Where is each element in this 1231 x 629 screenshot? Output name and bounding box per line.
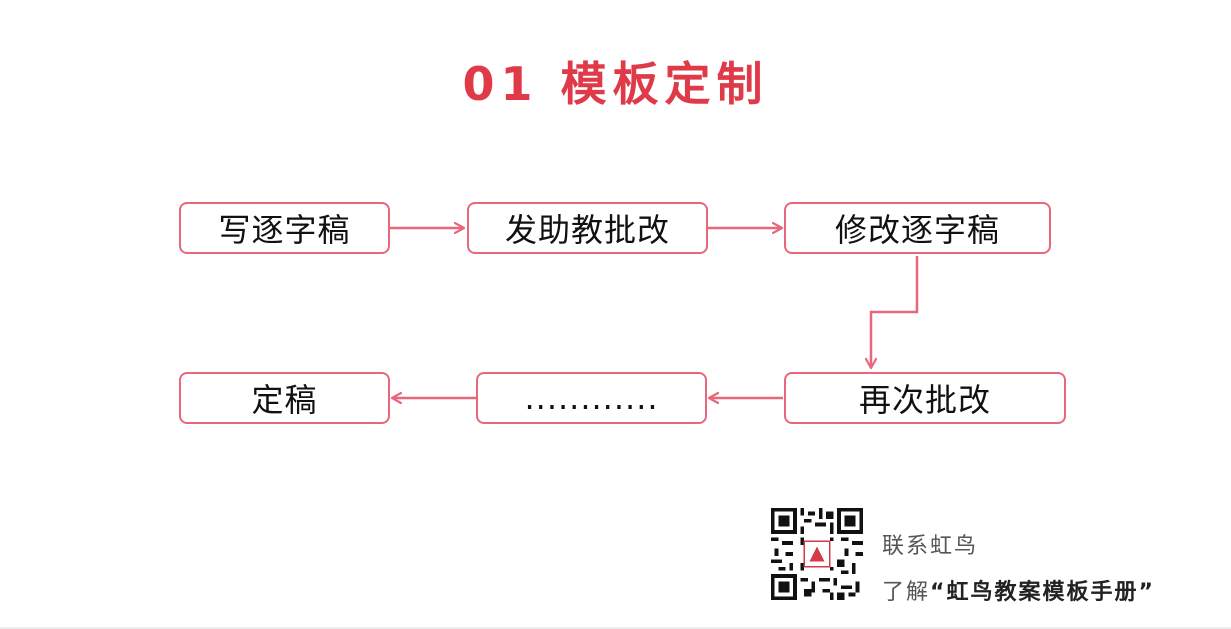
qr-code-icon xyxy=(771,508,863,600)
contact-text: 联系虹鸟 xyxy=(882,534,979,559)
step-label: ............ xyxy=(524,379,659,417)
step-ellipsis: ............ xyxy=(476,372,707,424)
step-label: 修改逐字稿 xyxy=(834,211,1000,249)
step-label: 再次批改 xyxy=(858,381,991,419)
step-label: 写逐字稿 xyxy=(218,211,351,249)
step-label: 发助教批改 xyxy=(504,211,670,249)
arrow-step3-to-step4 xyxy=(871,256,919,368)
handbook-title: “虹鸟教案模板手册” xyxy=(930,580,1155,605)
step-revise-draft: 修改逐字稿 xyxy=(784,202,1051,254)
step-final: 定稿 xyxy=(179,372,390,424)
step-label: 定稿 xyxy=(251,381,318,419)
step-review-again: 再次批改 xyxy=(784,372,1066,424)
step-write-draft: 写逐字稿 xyxy=(179,202,390,254)
step-send-review: 发助教批改 xyxy=(467,202,708,254)
contact-handbook-text: 了解“虹鸟教案模板手册” xyxy=(882,574,1155,606)
contact-prefix: 了解 xyxy=(882,580,931,605)
page-title: 01 模板定制 xyxy=(462,57,769,111)
